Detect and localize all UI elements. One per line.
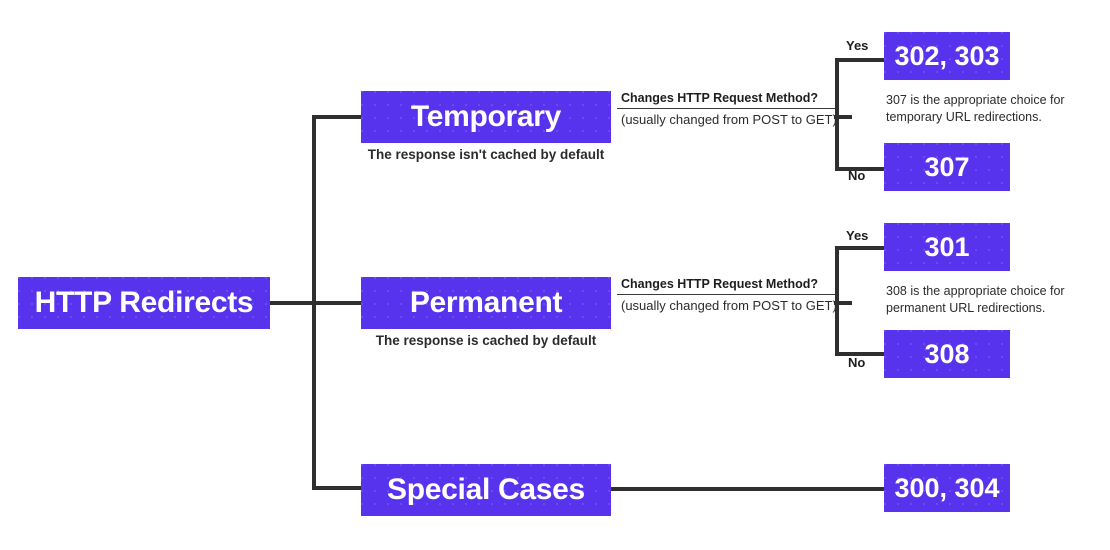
node-temporary-label: Temporary — [410, 100, 562, 133]
connector-permanent-question-stem — [834, 301, 852, 305]
node-status-300-304[interactable]: 300, 304 — [884, 464, 1010, 512]
connector-special-to-codes — [608, 487, 888, 491]
connector-trunk-to-special — [312, 486, 364, 490]
node-permanent-label: Permanent — [409, 286, 563, 319]
connector-trunk-to-permanent — [312, 301, 364, 305]
node-status-302-303[interactable]: 302, 303 — [884, 32, 1010, 80]
question-label-permanent: Changes HTTP Request Method? (usually ch… — [617, 277, 837, 313]
question-label-temporary: Changes HTTP Request Method? (usually ch… — [617, 91, 837, 127]
node-status-301[interactable]: 301 — [884, 223, 1010, 271]
edge-label-permanent-no: No — [848, 355, 866, 370]
node-status-307[interactable]: 307 — [884, 143, 1010, 191]
node-status-300-304-label: 300, 304 — [894, 472, 1000, 503]
node-status-302-303-label: 302, 303 — [894, 40, 1000, 71]
node-http-redirects-label: HTTP Redirects — [34, 286, 254, 319]
node-http-redirects[interactable]: HTTP Redirects — [18, 277, 270, 329]
node-permanent[interactable]: Permanent — [361, 277, 611, 329]
question-primary-permanent: Changes HTTP Request Method? — [617, 277, 835, 295]
connector-trunk-to-temporary — [312, 115, 364, 119]
note-temporary: 307 is the appropriate choice for tempor… — [886, 93, 1065, 124]
connector-temporary-question-stem — [834, 115, 852, 119]
node-status-307-label: 307 — [924, 151, 970, 182]
connector-root-to-trunk — [268, 301, 316, 305]
note-permanent: 308 is the appropriate choice for perman… — [886, 284, 1065, 315]
connector-permanent-no-arm — [835, 352, 887, 356]
connector-temporary-bracket — [835, 58, 839, 171]
edge-label-temporary-no: No — [848, 168, 866, 183]
node-status-308-label: 308 — [924, 338, 970, 369]
question-primary-temporary: Changes HTTP Request Method? — [617, 91, 835, 109]
connector-temporary-no-arm — [835, 167, 887, 171]
node-special-cases-label: Special Cases — [387, 473, 585, 506]
connector-temporary-yes-arm — [835, 58, 887, 62]
question-secondary-temporary: (usually changed from POST to GET) — [621, 112, 837, 127]
node-status-308[interactable]: 308 — [884, 330, 1010, 378]
question-secondary-permanent: (usually changed from POST to GET) — [621, 298, 837, 313]
connector-permanent-bracket — [835, 246, 839, 356]
node-temporary[interactable]: Temporary — [361, 91, 611, 143]
node-status-301-label: 301 — [924, 231, 970, 262]
edge-label-temporary-yes: Yes — [846, 38, 869, 53]
edge-label-permanent-yes: Yes — [846, 228, 869, 243]
node-special-cases[interactable]: Special Cases — [361, 464, 611, 516]
node-temporary-caption: The response isn't cached by default — [367, 147, 605, 162]
node-permanent-caption: The response is cached by default — [375, 333, 597, 348]
connector-permanent-yes-arm — [835, 246, 887, 250]
